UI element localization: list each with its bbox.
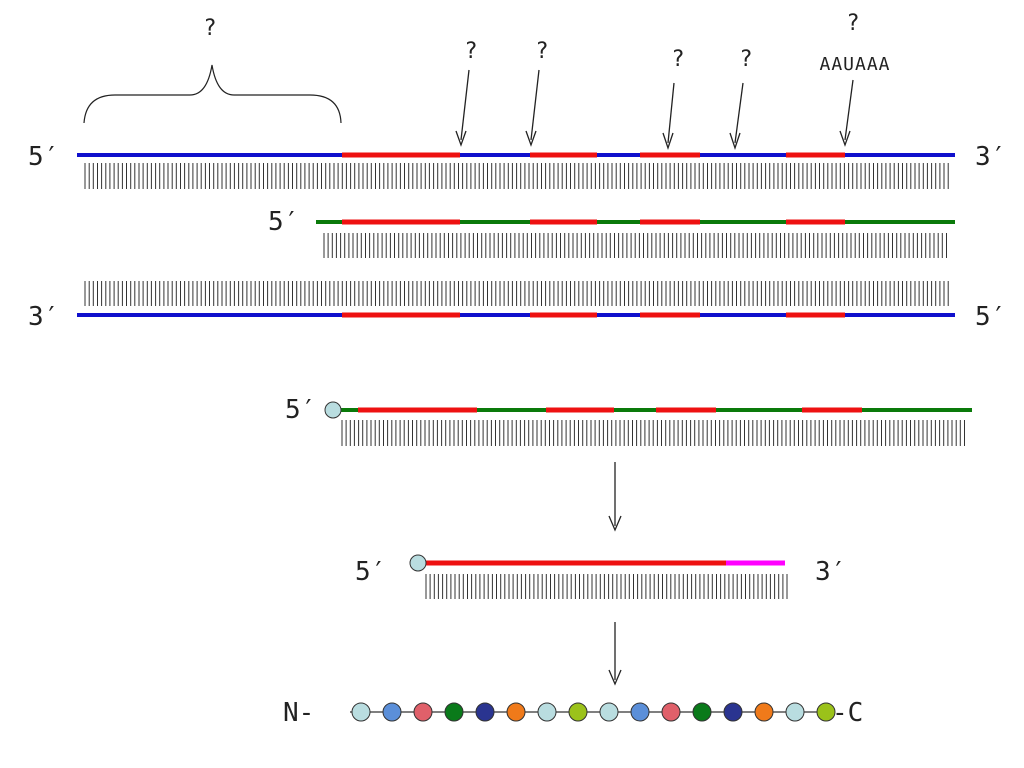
question-4: ? (739, 47, 752, 72)
mature-mrna-bases (425, 574, 788, 599)
arrow-2-head (525, 130, 537, 147)
amino-acid-residue (382, 702, 402, 722)
template-strand-bases (84, 281, 949, 306)
polypeptide: N- -C (283, 698, 863, 728)
pre-mrna: 5′ (268, 207, 955, 258)
coding-strand-5prime-label: 5′ (28, 142, 59, 172)
question-5: ? (846, 11, 859, 36)
amino-acid-residue (630, 702, 650, 722)
pre-mrna-bases (323, 233, 947, 258)
arrow-1-shaft (460, 69, 470, 141)
capped-pre-mrna-bases (341, 420, 965, 446)
amino-acid-residue (537, 702, 557, 722)
amino-acid-residue (475, 702, 495, 722)
coding-strand-bases (84, 163, 949, 189)
promoter-question: ? (203, 16, 216, 41)
template-strand: 3′ 5′ (28, 281, 1006, 332)
template-strand-5prime-label: 5′ (975, 302, 1006, 332)
capped-pre-mrna: 5′ (285, 395, 972, 446)
amino-acid-residue (816, 702, 836, 722)
question-3: ? (671, 47, 684, 72)
amino-acid-chain (351, 702, 836, 722)
pre-mrna-5prime-label: 5′ (268, 207, 299, 237)
amino-acid-residue (444, 702, 464, 722)
arrow-1-head (455, 130, 467, 147)
coding-strand: 5′ 3′ (28, 142, 1006, 189)
n-terminus-label: N- (283, 698, 314, 728)
question-1: ? (464, 39, 477, 64)
promoter-annotation: ? (83, 16, 342, 124)
amino-acid-residue (506, 702, 526, 722)
translation-arrow-head (608, 669, 622, 686)
promoter-brace (83, 64, 342, 124)
amino-acid-residue (568, 702, 588, 722)
amino-acid-residue (351, 702, 371, 722)
polya-signal-label: AAUAAA (819, 54, 890, 75)
amino-acid-residue (692, 702, 712, 722)
arrow-2-shaft (530, 69, 540, 141)
feature-questions: ? ? ? ? ? AAUAAA (455, 11, 890, 151)
amino-acid-residue (754, 702, 774, 722)
amino-acid-residue (785, 702, 805, 722)
arrow-4-head (729, 132, 741, 151)
mature-mrna-5prime-label: 5′ (355, 557, 386, 587)
arrow-3-head (662, 132, 674, 151)
mature-mrna: 5′ 3′ (355, 554, 846, 599)
translation-arrow (608, 622, 622, 686)
arrow-4-shaft (734, 82, 744, 144)
amino-acid-residue (599, 702, 619, 722)
splicing-arrow (608, 462, 622, 532)
c-terminus-label: -C (832, 698, 863, 728)
arrow-3-shaft (667, 82, 675, 144)
mature-mrna-cap (409, 554, 427, 572)
question-2: ? (535, 39, 548, 64)
arrow-5-head (839, 130, 851, 147)
template-strand-3prime-label: 3′ (28, 302, 59, 332)
amino-acid-residue (723, 702, 743, 722)
capped-pre-mrna-5prime-label: 5′ (285, 395, 316, 425)
arrow-5-shaft (844, 79, 854, 141)
splicing-arrow-head (608, 515, 622, 532)
amino-acid-residue (661, 702, 681, 722)
coding-strand-3prime-label: 3′ (975, 142, 1006, 172)
mature-mrna-3prime-label: 3′ (815, 557, 846, 587)
five-prime-cap (324, 401, 342, 419)
amino-acid-residue (413, 702, 433, 722)
